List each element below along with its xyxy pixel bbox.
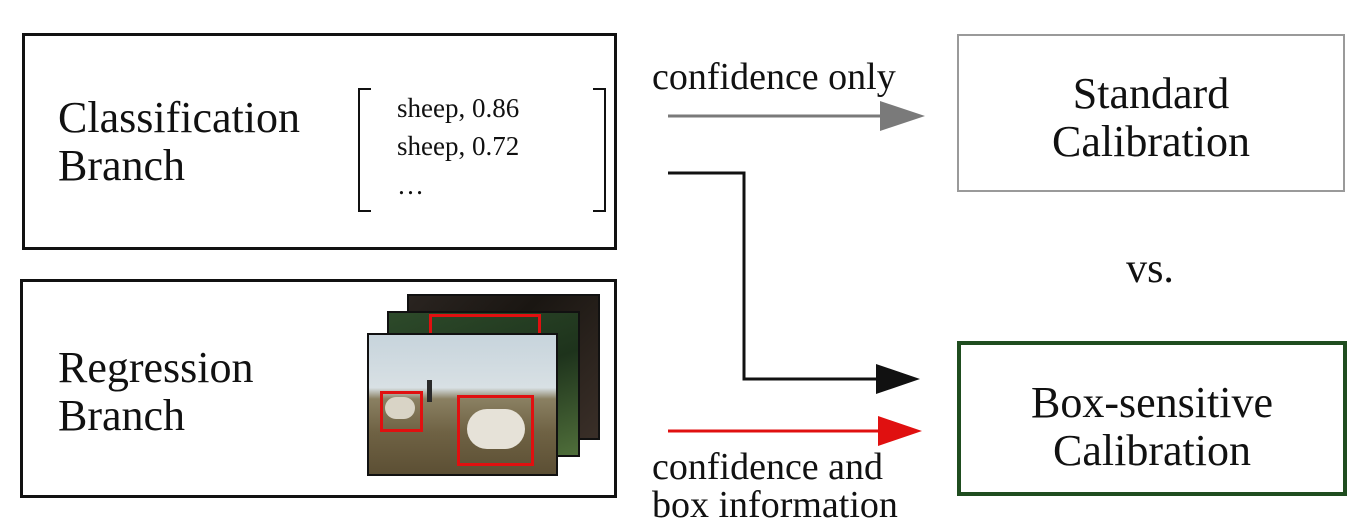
detection-box [380, 391, 423, 432]
right-bracket [593, 88, 606, 212]
top-arrow-label: confidence only [652, 56, 896, 98]
standard-calibration-line2: Calibration [1052, 117, 1250, 166]
sheep-small [385, 397, 415, 419]
image-stack [367, 294, 602, 480]
predictions-list: sheep, 0.86 sheep, 0.72 … [358, 88, 606, 212]
prediction-item: … [397, 170, 424, 200]
gray-arrow [668, 101, 925, 131]
front-image [367, 333, 558, 476]
box-sensitive-line2: Calibration [1053, 426, 1251, 475]
box-sensitive-line1: Box-sensitive [1031, 378, 1273, 427]
standard-calibration-line1: Standard [1072, 69, 1230, 118]
classification-title-line1: Classification [58, 93, 300, 142]
prediction-item: sheep, 0.86 [397, 93, 520, 123]
classification-title-line2: Branch [58, 141, 186, 190]
box-sensitive-calibration-box: Box-sensitive Calibration [957, 341, 1347, 496]
left-bracket [358, 88, 371, 212]
standard-calibration-box: Standard Calibration [957, 34, 1345, 192]
red-arrow [668, 416, 922, 446]
prediction-item: sheep, 0.72 [397, 131, 520, 161]
regression-title-line2: Branch [58, 391, 186, 440]
lighthouse [427, 380, 432, 402]
sheep-large [467, 409, 525, 449]
bottom-arrow-label-line2: box information [652, 484, 898, 526]
regression-title-line1: Regression [58, 343, 254, 392]
classification-branch-box: Classification Branch sheep, 0.86 sheep,… [22, 33, 617, 250]
black-arrow [668, 171, 920, 394]
regression-branch-box: Regression Branch [20, 279, 617, 498]
detection-box [457, 395, 534, 466]
bottom-arrow-label-line1: confidence and [652, 446, 884, 488]
versus-label: vs. [1126, 246, 1174, 292]
